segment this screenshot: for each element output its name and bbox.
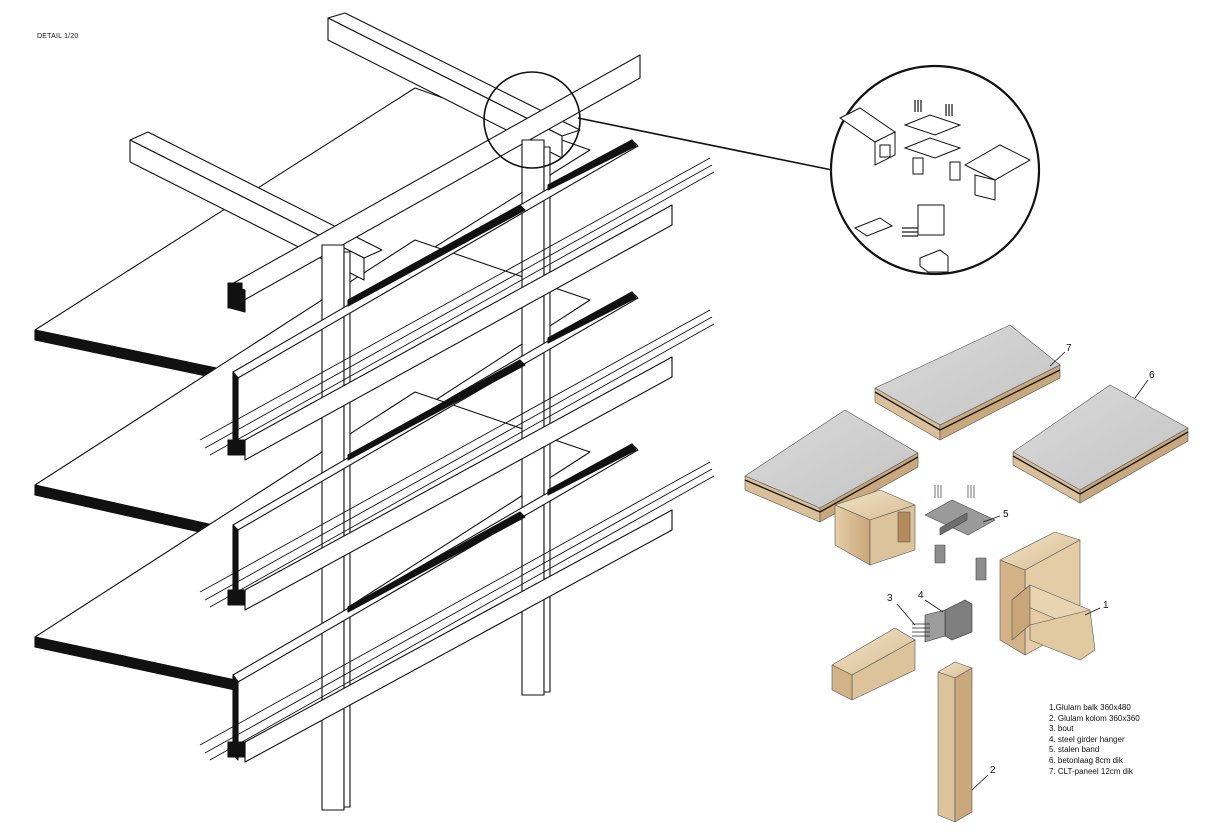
legend-item: 3. bout bbox=[1049, 724, 1074, 734]
mid-beams bbox=[347, 139, 637, 613]
callout-3: 3 bbox=[887, 593, 893, 604]
callout-7: 7 bbox=[1066, 343, 1072, 354]
legend: 1.Glulam balk 360x480 2. Glulam kolom 36… bbox=[1049, 703, 1140, 777]
legend-item: 2. Glulam kolom 360x360 bbox=[1049, 713, 1140, 723]
glulam-column bbox=[937, 661, 973, 823]
callout-1: 1 bbox=[1103, 600, 1109, 611]
magnified-detail bbox=[829, 64, 1041, 276]
callout-4: 4 bbox=[918, 590, 924, 601]
legend-item: 7. CLT-paneel 12cm dik bbox=[1049, 766, 1133, 776]
steel-hangers-small bbox=[934, 544, 987, 581]
steel-band bbox=[924, 485, 996, 536]
legend-item: 4. steel girder hanger bbox=[1049, 734, 1125, 744]
glulam-beam-back bbox=[834, 489, 916, 566]
exploded-view bbox=[744, 324, 1189, 823]
isometric-frame bbox=[34, 12, 833, 811]
legend-item: 1.Glulam balk 360x480 bbox=[1049, 703, 1131, 712]
detail-leader-line bbox=[577, 117, 833, 171]
callout-2: 2 bbox=[990, 765, 996, 776]
glulam-beam-right bbox=[999, 531, 1096, 661]
concrete-slab-right bbox=[1012, 384, 1189, 504]
glulam-beam-left bbox=[831, 627, 916, 701]
callout-5: 5 bbox=[1003, 509, 1009, 520]
clt-slab-top bbox=[874, 324, 1061, 441]
callout-leaders bbox=[896, 351, 1149, 791]
legend-item: 5. stalen band bbox=[1049, 745, 1100, 755]
beam-end-block bbox=[227, 282, 243, 309]
detail-highlight-circle bbox=[483, 71, 581, 169]
bolt-rails bbox=[199, 157, 715, 761]
legend-item: 6. betonlaag 8cm dik bbox=[1049, 755, 1123, 765]
steel-girder-hanger bbox=[912, 599, 973, 643]
callout-6: 6 bbox=[1149, 370, 1155, 381]
detail-scale-label: DETAIL 1/20 bbox=[37, 33, 79, 40]
